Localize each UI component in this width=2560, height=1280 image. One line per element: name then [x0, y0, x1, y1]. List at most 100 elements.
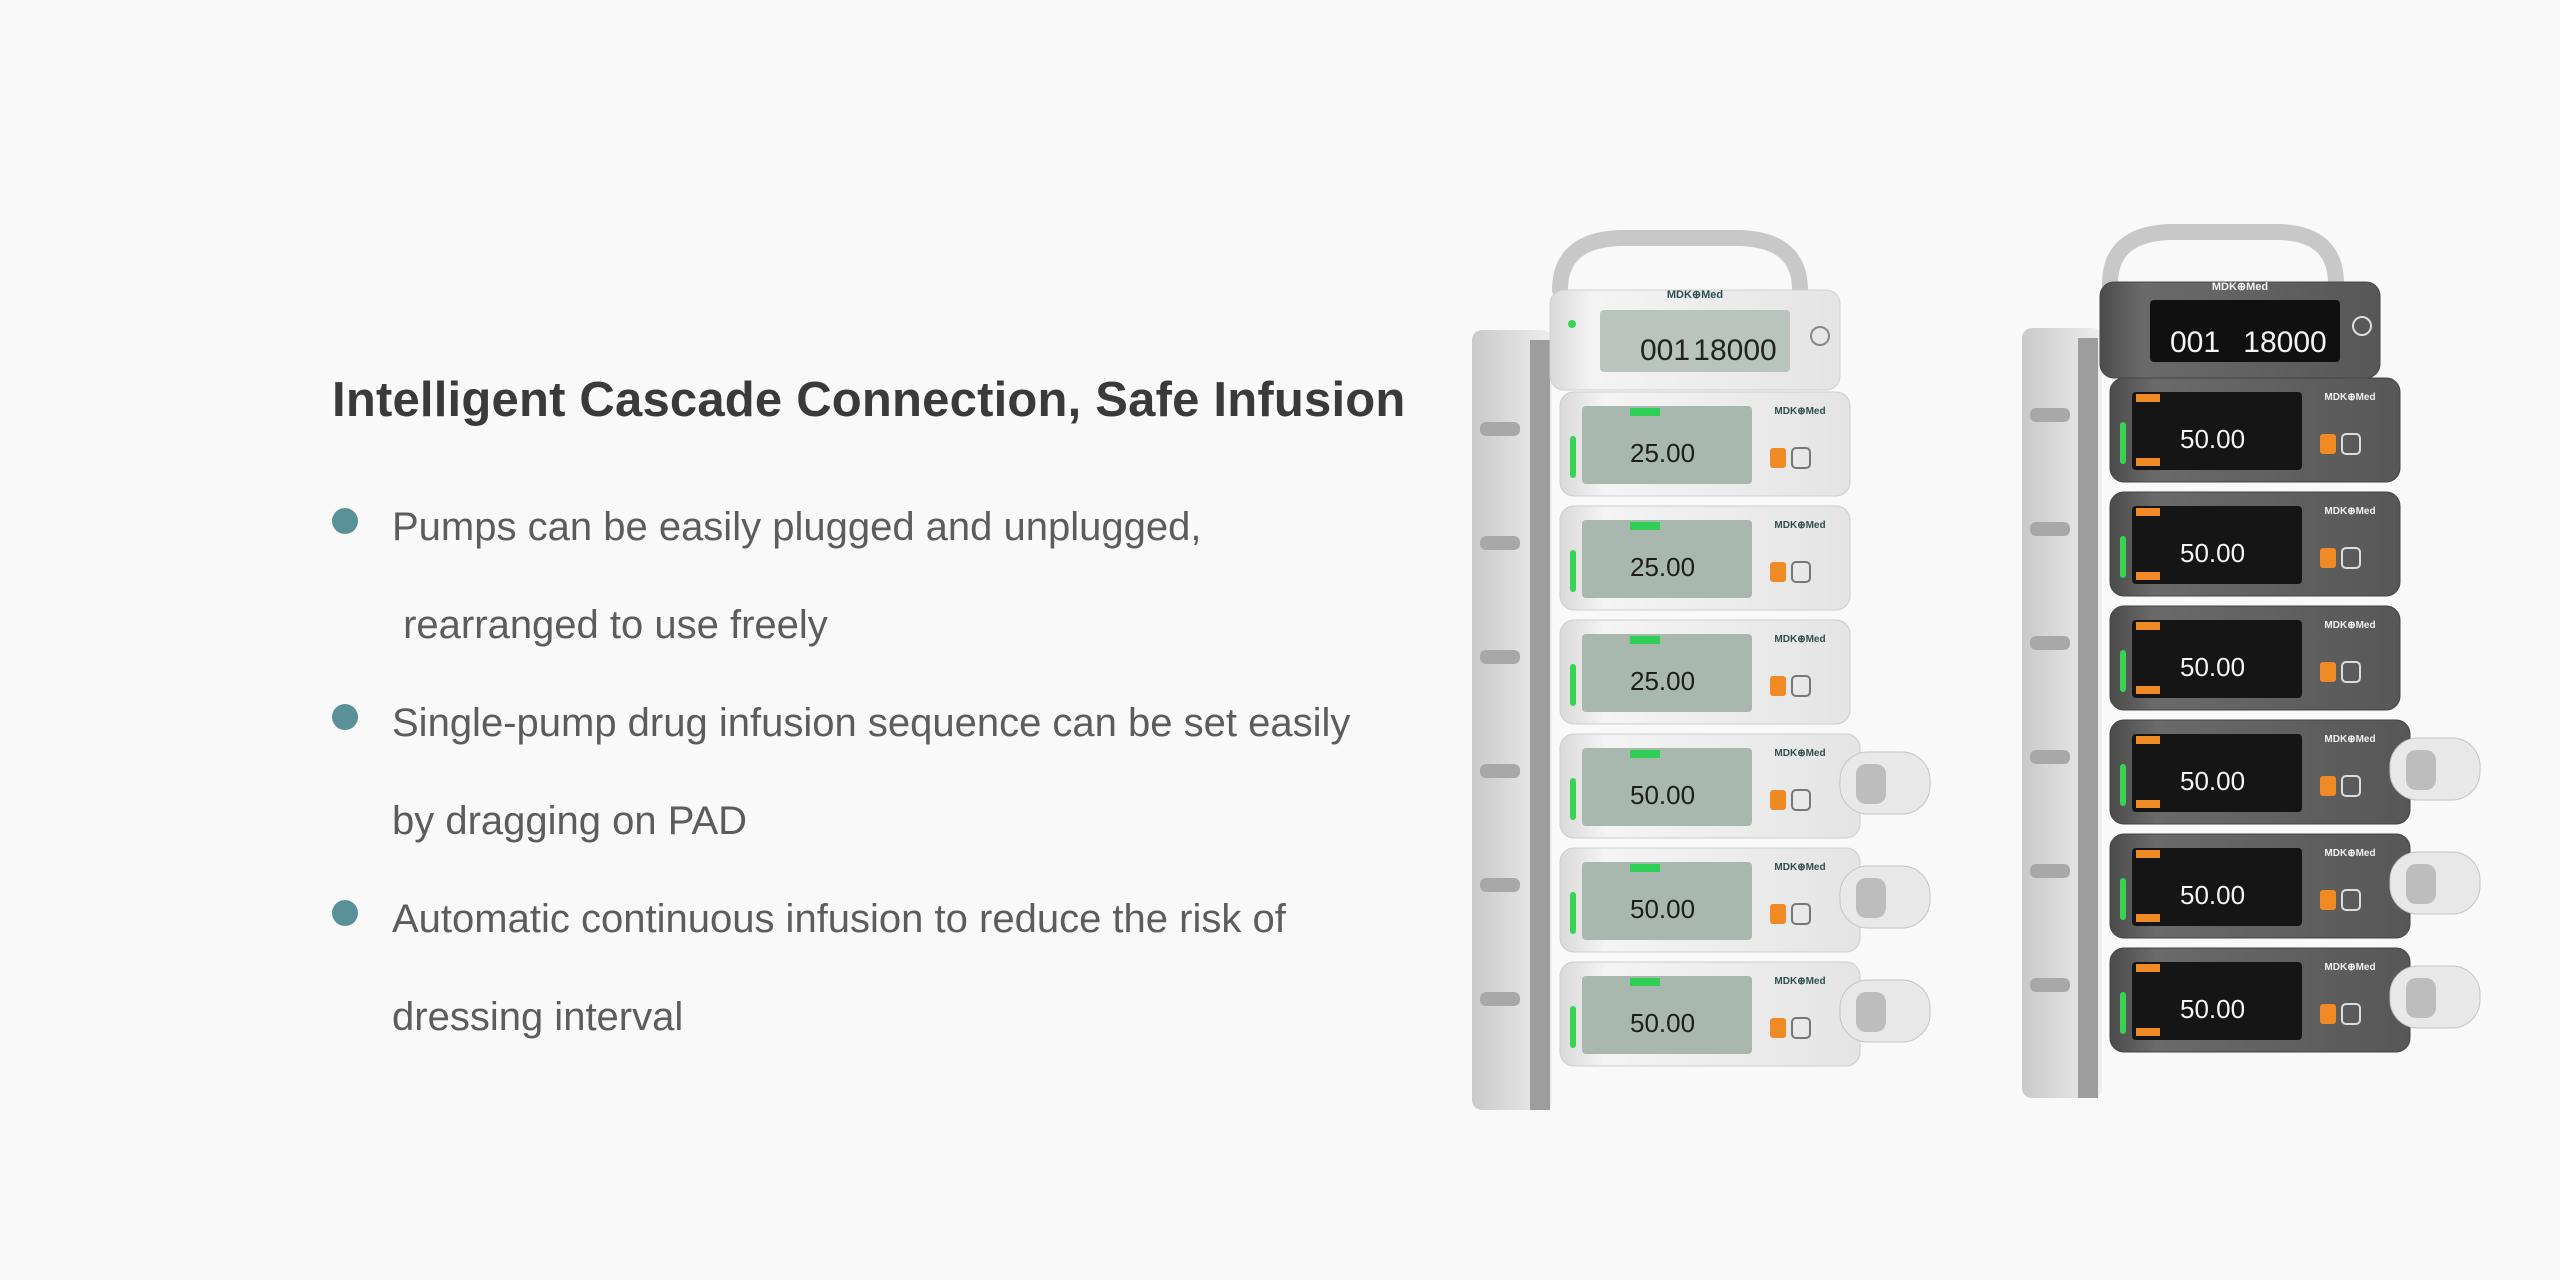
pump-rate-value: 50.00: [2180, 880, 2245, 910]
rail-hook: [1480, 764, 1520, 778]
rail-bar: [1530, 340, 1550, 1110]
start-button-icon: [1770, 448, 1786, 468]
start-button-icon: [2320, 1004, 2336, 1024]
start-button-icon: [1770, 676, 1786, 696]
feature-text-block: Intelligent Cascade Connection, Safe Inf…: [332, 372, 1432, 1066]
brand-logo: MDK⊕Med: [2324, 734, 2375, 745]
status-led-bar: [2120, 878, 2126, 920]
pump-screen: [2132, 734, 2302, 812]
menu-button-icon: [2341, 661, 2361, 683]
pump-screen: [1582, 976, 1752, 1054]
rail-hook: [2030, 522, 2070, 536]
feature-bullet-2: Single-pump drug infusion sequence can b…: [332, 674, 1432, 870]
status-led-bar: [1570, 664, 1576, 706]
menu-button-icon: [2341, 547, 2361, 569]
rail-hook: [2030, 864, 2070, 878]
start-button-icon: [2320, 890, 2336, 910]
carry-handle: [2102, 224, 2344, 292]
feature-bullet-text: Pumps can be easily plugged and unplugge…: [392, 505, 1202, 549]
start-button-icon: [2320, 776, 2336, 796]
feature-bullet-text: by dragging on PAD: [392, 799, 748, 843]
headline: Intelligent Cascade Connection, Safe Inf…: [332, 373, 1406, 427]
status-indicator: [2136, 736, 2160, 744]
status-indicator: [2136, 686, 2160, 694]
brand-logo: MDK⊕Med: [2324, 392, 2375, 403]
pump-screen: [2132, 392, 2302, 470]
total-value: 18000: [2243, 326, 2326, 359]
status-indicator: [1630, 522, 1660, 530]
status-indicator: [2136, 800, 2160, 808]
pump-screen: [1582, 406, 1752, 484]
status-indicator: [2136, 914, 2160, 922]
status-indicator: [2136, 1028, 2160, 1036]
pump-screen: [1582, 520, 1752, 598]
infusion-pump-stacks: MDK⊕Med 001 18000 25.00MDK⊕Med25.00MDK⊕M…: [1472, 224, 2481, 1110]
rail-hook: [1480, 650, 1520, 664]
feature-bullet-text: dressing interval: [392, 995, 684, 1039]
control-unit-screen: [2150, 300, 2340, 362]
bullet-dot-icon: [332, 704, 358, 730]
feature-bullet-text: Single-pump drug infusion sequence can b…: [392, 701, 1351, 745]
rail-hook: [1480, 536, 1520, 550]
status-led-bar: [2120, 536, 2126, 578]
pump-stack-light: MDK⊕Med 001 18000 25.00MDK⊕Med25.00MDK⊕M…: [1472, 230, 1931, 1110]
status-indicator: [2136, 622, 2160, 630]
brand-logo: MDK⊕Med: [2212, 281, 2268, 293]
status-led: [1568, 320, 1576, 328]
bullet-dot-icon: [332, 900, 358, 926]
brand-logo: MDK⊕Med: [1774, 406, 1825, 417]
start-button-icon: [2320, 434, 2336, 454]
status-indicator: [1630, 978, 1660, 986]
rail-hook: [2030, 636, 2070, 650]
bullet-dot-icon: [332, 508, 358, 534]
status-indicator: [2136, 850, 2160, 858]
status-led-bar: [1570, 1006, 1576, 1048]
rail-hook: [1480, 992, 1520, 1006]
status-indicator: [2136, 394, 2160, 402]
menu-button-icon: [1791, 789, 1811, 811]
status-indicator: [1630, 408, 1660, 416]
pump-screen: [1582, 634, 1752, 712]
status-led-bar: [1570, 436, 1576, 478]
syringe-holder: [1856, 878, 1886, 918]
carry-handle: [1552, 230, 1808, 298]
syringe-holder: [2406, 750, 2436, 790]
power-icon: [1810, 326, 1830, 346]
pump-screen: [2132, 506, 2302, 584]
bed-number: 001: [2170, 326, 2220, 359]
menu-button-icon: [1791, 675, 1811, 697]
menu-button-icon: [2341, 1003, 2361, 1025]
status-led-bar: [2120, 992, 2126, 1034]
pump-screen: [2132, 962, 2302, 1040]
menu-button-icon: [1791, 561, 1811, 583]
status-indicator: [1630, 636, 1660, 644]
status-indicator: [1630, 864, 1660, 872]
start-button-icon: [1770, 904, 1786, 924]
pump-rate-value: 25.00: [1630, 666, 1695, 696]
brand-logo: MDK⊕Med: [1667, 289, 1723, 301]
pump-rate-value: 50.00: [1630, 780, 1695, 810]
rail-hook: [1480, 422, 1520, 436]
menu-button-icon: [2341, 433, 2361, 455]
menu-button-icon: [1791, 447, 1811, 469]
brand-logo: MDK⊕Med: [2324, 620, 2375, 631]
status-led-bar: [1570, 778, 1576, 820]
pump-screen: [2132, 848, 2302, 926]
start-button-icon: [1770, 790, 1786, 810]
pump-rate-value: 25.00: [1630, 438, 1695, 468]
pump-module: 25.00 MDK⊕Med: [1480, 391, 1851, 497]
rail-hook: [2030, 750, 2070, 764]
status-indicator: [1630, 750, 1660, 758]
syringe-holder: [2406, 864, 2436, 904]
pump-screen: [2132, 620, 2302, 698]
bed-number: 001: [1640, 334, 1690, 367]
rail-hook: [2030, 408, 2070, 422]
status-led-bar: [2120, 650, 2126, 692]
